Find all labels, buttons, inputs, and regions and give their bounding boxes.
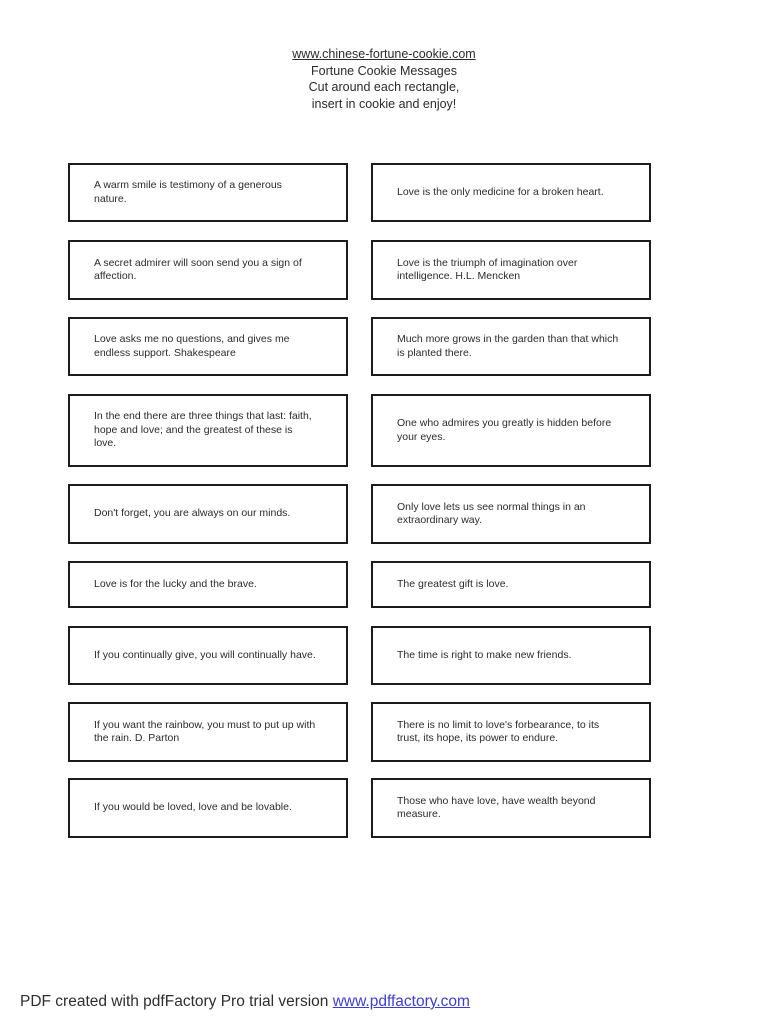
fortune-cell: Love asks me no questions, and gives me … [68, 317, 348, 376]
fortune-message: Love is the triumph of imagination over … [397, 256, 578, 283]
fortune-message: A warm smile is testimony of a generous … [94, 179, 282, 205]
fortune-cell: If you would be loved, love and be lovab… [68, 778, 348, 838]
site-link[interactable]: www.chinese-fortune-cookie.com [292, 47, 476, 61]
fortune-message: A secret admirer will soon send you a si… [94, 256, 302, 283]
fortune-message: One who admires you greatly is hidden be… [397, 417, 612, 443]
fortune-row: If you would be loved, love and be lovab… [68, 778, 651, 838]
fortune-message: Those who have love, have wealth beyond … [397, 794, 596, 821]
fortune-cell: If you continually give, you will contin… [68, 626, 348, 685]
page-title: Fortune Cookie Messages [311, 63, 457, 78]
fortune-cell: If you want the rainbow, you must to put… [68, 702, 348, 762]
instruction-line-1: Cut around each rectangle, [308, 80, 460, 94]
fortune-message: If you would be loved, love and be lovab… [94, 801, 292, 814]
footer-text: PDF created with pdfFactory Pro trial ve… [20, 993, 333, 1010]
fortune-message: Love is for the lucky and the brave. [94, 577, 257, 590]
pdffactory-link[interactable]: www.pdffactory.com [332, 993, 470, 1010]
fortune-cell: Love is the only medicine for a broken h… [371, 163, 651, 222]
fortune-row: Don't forget, you are always on our mind… [68, 484, 651, 544]
fortune-cell: A secret admirer will soon send you a si… [68, 240, 348, 300]
fortune-grid: A warm smile is testimony of a generous … [68, 163, 651, 838]
fortune-row: Love asks me no questions, and gives me … [68, 317, 651, 376]
fortune-cell: The time is right to make new friends. [371, 626, 651, 685]
fortune-cell: Love is the triumph of imagination over … [371, 240, 651, 300]
fortune-cell: Love is for the lucky and the brave. [68, 561, 348, 608]
fortune-message: Love is the only medicine for a broken h… [397, 185, 604, 198]
fortune-row: Love is for the lucky and the brave. The… [68, 561, 651, 608]
pdf-factory-footer: PDF created with pdfFactory Pro trial ve… [20, 993, 470, 1011]
fortune-row: In the end there are three things that l… [68, 394, 651, 467]
instruction-line-2: insert in cookie and enjoy! [311, 96, 457, 111]
fortune-cell: A warm smile is testimony of a generous … [68, 163, 348, 222]
page-header: www.chinese-fortune-cookie.com Fortune C… [0, 46, 768, 112]
fortune-message: Only love lets us see normal things in a… [397, 500, 586, 527]
fortune-cell: In the end there are three things that l… [68, 394, 348, 467]
fortune-cell: The greatest gift is love. [371, 561, 651, 608]
fortune-message: If you continually give, you will contin… [94, 648, 316, 661]
fortune-row: A warm smile is testimony of a generous … [68, 163, 651, 222]
header-site-link-line: www.chinese-fortune-cookie.com [0, 46, 768, 63]
fortune-cell: Those who have love, have wealth beyond … [371, 778, 651, 838]
fortune-message: The greatest gift is love. [397, 577, 509, 590]
fortune-message: Much more grows in the garden than that … [397, 333, 619, 359]
fortune-cell: Only love lets us see normal things in a… [371, 484, 651, 544]
fortune-message: Love asks me no questions, and gives me … [94, 333, 290, 359]
fortune-cell: One who admires you greatly is hidden be… [371, 394, 651, 467]
fortune-cell: Much more grows in the garden than that … [371, 317, 651, 376]
fortune-message: The time is right to make new friends. [397, 648, 572, 661]
fortune-row: If you want the rainbow, you must to put… [68, 702, 651, 762]
fortune-cell: There is no limit to love's forbearance,… [371, 702, 651, 762]
fortune-message: Don't forget, you are always on our mind… [94, 507, 291, 520]
fortune-message: In the end there are three things that l… [94, 410, 312, 450]
fortune-message: If you want the rainbow, you must to put… [94, 718, 316, 745]
fortune-message: There is no limit to love's forbearance,… [397, 718, 600, 745]
fortune-row: A secret admirer will soon send you a si… [68, 240, 651, 300]
fortune-row: If you continually give, you will contin… [68, 626, 651, 685]
fortune-cell: Don't forget, you are always on our mind… [68, 484, 348, 544]
